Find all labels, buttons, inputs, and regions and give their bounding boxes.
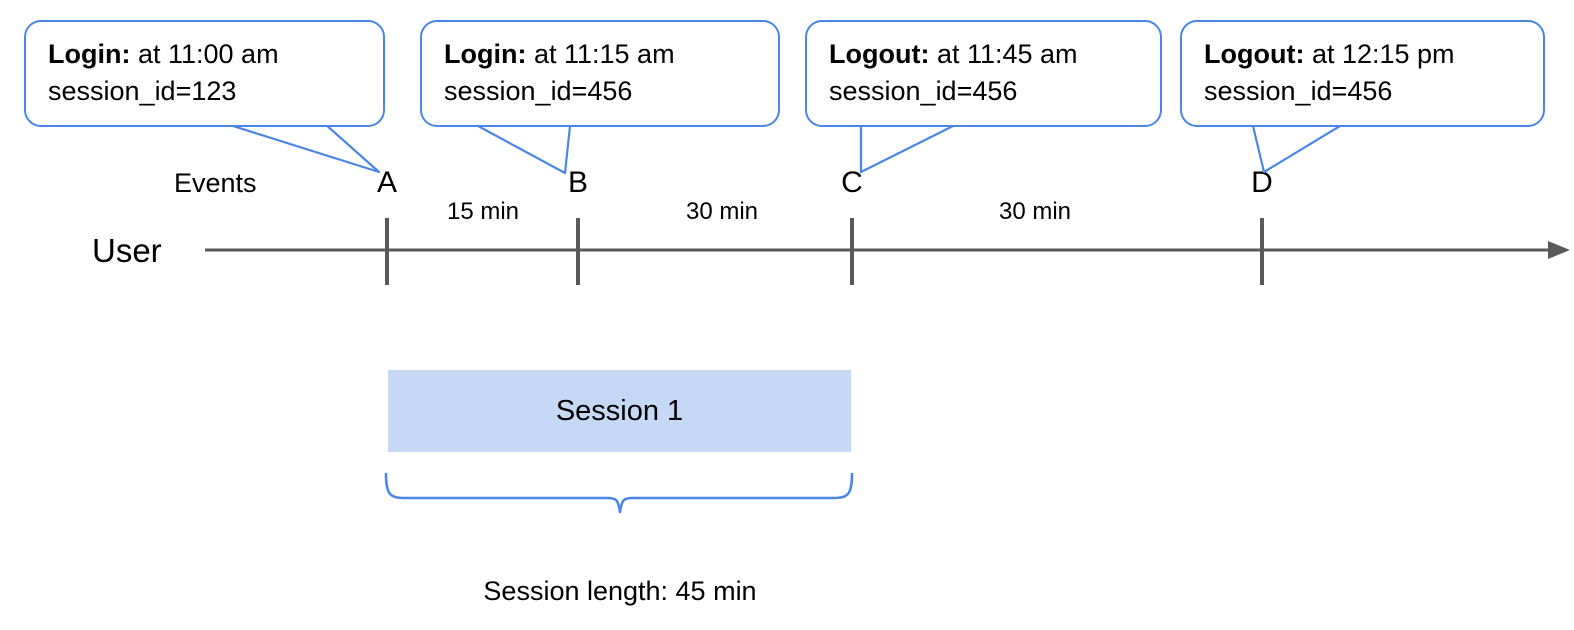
- gap-label-ab: 15 min: [446, 198, 520, 225]
- callout-c-type: Logout:: [829, 39, 930, 69]
- callout-d-line1: Logout: at 12:15 pm: [1204, 36, 1523, 73]
- callout-a-time: at 11:00 am: [130, 39, 279, 69]
- callout-a-session: session_id=123: [48, 76, 237, 106]
- event-label-a: A: [376, 166, 398, 199]
- session-bar-label: Session 1: [555, 394, 684, 427]
- callout-d-time: at 12:15 pm: [1304, 39, 1455, 69]
- event-label-c: C: [841, 166, 863, 199]
- gap-label-cd: 30 min: [998, 198, 1072, 225]
- event-label-d: D: [1251, 166, 1273, 199]
- callout-b-time: at 11:15 am: [526, 39, 675, 69]
- session-bar-1[interactable]: Session 1: [388, 370, 851, 452]
- callout-a-type: Login:: [48, 39, 131, 69]
- callout-a[interactable]: Login: at 11:00 am session_id=123: [24, 20, 385, 127]
- callout-d-type: Logout:: [1204, 39, 1305, 69]
- callout-d[interactable]: Logout: at 12:15 pm session_id=456: [1180, 20, 1545, 127]
- callout-b-type: Login:: [444, 39, 527, 69]
- callout-c-time: at 11:45 am: [929, 39, 1078, 69]
- session-length-caption: Session length: 45 min: [483, 576, 757, 606]
- callout-b[interactable]: Login: at 11:15 am session_id=456: [420, 20, 780, 127]
- callout-d-session: session_id=456: [1204, 76, 1393, 106]
- callout-c-line1: Logout: at 11:45 am: [829, 36, 1140, 73]
- callout-b-session: session_id=456: [444, 76, 633, 106]
- callout-a-line1: Login: at 11:00 am: [48, 36, 363, 73]
- gap-label-bc: 30 min: [685, 198, 759, 225]
- callout-b-line1: Login: at 11:15 am: [444, 36, 758, 73]
- callout-c-session: session_id=456: [829, 76, 1018, 106]
- session-brace-path: [384, 472, 854, 514]
- user-lane-label: User: [92, 232, 162, 269]
- axis-arrowhead: [1548, 241, 1570, 259]
- callout-c[interactable]: Logout: at 11:45 am session_id=456: [805, 20, 1162, 127]
- event-label-b: B: [567, 166, 589, 199]
